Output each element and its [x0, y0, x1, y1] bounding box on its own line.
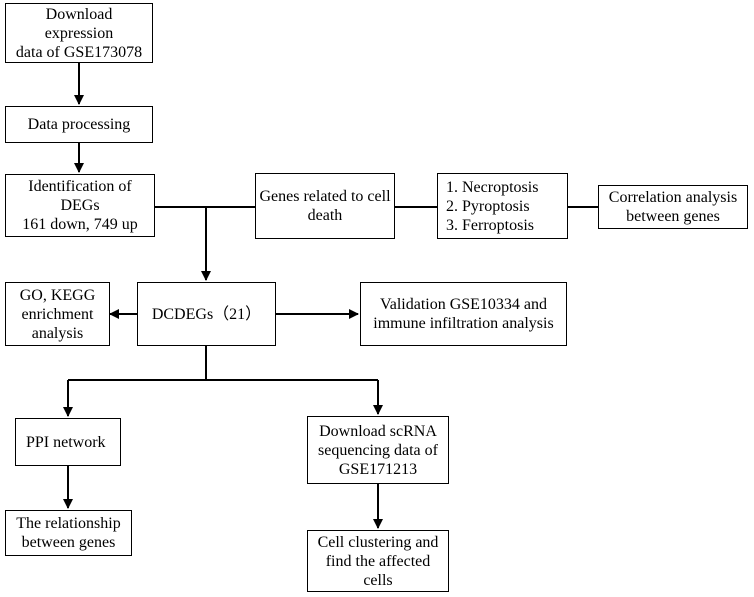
node-cell-clustering-label: Cell clustering and find the affected ce… — [317, 533, 439, 589]
node-identification-degs: Identification of DEGs 161 down, 749 up — [5, 174, 155, 237]
node-genes-cell-death-label: Genes related to cell death — [259, 188, 391, 224]
node-death-types: 1. Necroptosis 2. Pyroptosis 3. Ferropto… — [437, 173, 568, 239]
node-ppi-network: PPI network — [15, 418, 121, 466]
node-download-scrna: Download scRNA sequencing data of GSE171… — [307, 416, 449, 484]
node-validation: Validation GSE10334 and immune infiltrat… — [360, 282, 567, 346]
node-download-expression: Download expression data of GSE173078 — [5, 3, 153, 63]
node-validation-label: Validation GSE10334 and immune infiltrat… — [373, 296, 554, 332]
node-go-kegg: GO, KEGG enrichment analysis — [5, 282, 110, 346]
node-correlation-analysis: Correlation analysis between genes — [598, 185, 748, 229]
node-dcdegs-label: DCDEGs（21） — [151, 305, 262, 323]
node-cell-clustering: Cell clustering and find the affected ce… — [307, 530, 449, 592]
node-download-scrna-label: Download scRNA sequencing data of GSE171… — [318, 422, 438, 478]
node-ppi-network-label: PPI network — [26, 433, 106, 451]
node-data-processing-label: Data processing — [27, 116, 131, 133]
node-go-kegg-label: GO, KEGG enrichment analysis — [19, 286, 96, 342]
node-death-types-label: 1. Necroptosis 2. Pyroptosis 3. Ferropto… — [446, 178, 539, 234]
node-correlation-analysis-label: Correlation analysis between genes — [608, 189, 738, 225]
node-download-expression-label: Download expression data of GSE173078 — [15, 5, 143, 61]
node-genes-cell-death: Genes related to cell death — [255, 173, 395, 239]
node-identification-degs-label: Identification of DEGs 161 down, 749 up — [22, 178, 138, 233]
node-relationship-genes-label: The relationship between genes — [16, 515, 121, 551]
node-dcdegs: DCDEGs（21） — [137, 282, 276, 346]
node-relationship-genes: The relationship between genes — [5, 510, 132, 556]
node-data-processing: Data processing — [5, 106, 153, 143]
